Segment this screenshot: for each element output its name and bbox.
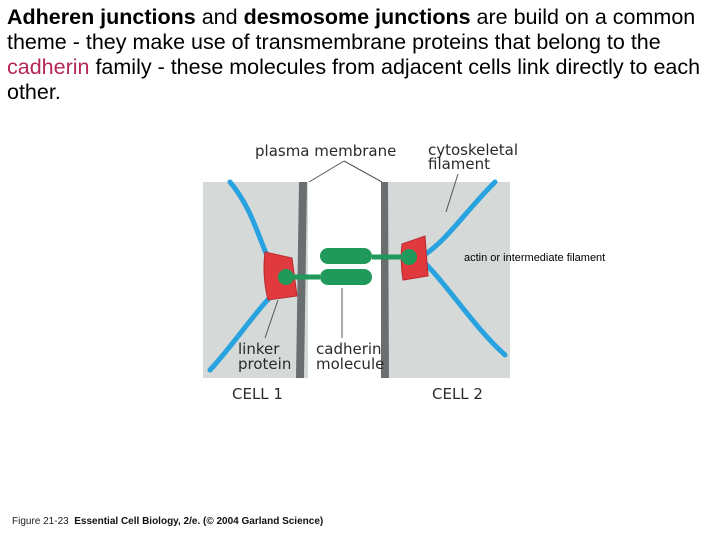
figure-caption: Figure 21-23 Essential Cell Biology, 2/e… (12, 516, 323, 527)
label-cell-2: CELL 2 (432, 385, 483, 403)
label-protein: protein (238, 355, 291, 373)
cadherin-head-left (278, 269, 294, 285)
intro-text-3: family - these molecules from adjacent c… (7, 55, 701, 104)
figure-source: Essential Cell Biology, 2/e. (© 2004 Gar… (74, 516, 324, 527)
label-cytoskeletal: cytoskeletal (428, 141, 518, 159)
label-actin-filament: actin or intermediate filament (464, 252, 605, 264)
label-cell-1: CELL 1 (232, 385, 283, 403)
figure-number: Figure 21-23 (12, 516, 69, 527)
intro-text-2: are build on a common theme - they make … (7, 5, 696, 54)
cytoskeletal-leader (445, 173, 459, 213)
label-molecule: molecule (316, 355, 384, 373)
plasma-membrane-leader-1 (308, 160, 345, 183)
label-filament: filament (428, 155, 490, 173)
term-desmosome-junctions: desmosome junctions (243, 5, 471, 29)
label-linker: linker (238, 340, 280, 358)
intro-text-1: and (195, 5, 244, 29)
label-plasma-membrane: plasma membrane (255, 142, 396, 160)
linker-protein-leader (264, 299, 279, 339)
plasma-membrane-cell-2 (380, 181, 389, 379)
intro-paragraph: Adheren junctions and desmosome junction… (7, 5, 713, 105)
term-cadherin-highlight: cadherin (7, 55, 90, 79)
cadherin-molecule-top (320, 248, 372, 264)
term-adherens-junctions: Adheren junctions (7, 5, 196, 29)
plasma-membrane-cell-1 (296, 181, 307, 379)
label-cadherin: cadherin (316, 340, 382, 358)
plasma-membrane-leader-2 (343, 160, 383, 183)
cadherin-head-right (401, 249, 417, 265)
cadherin-molecule-bottom (320, 269, 372, 285)
